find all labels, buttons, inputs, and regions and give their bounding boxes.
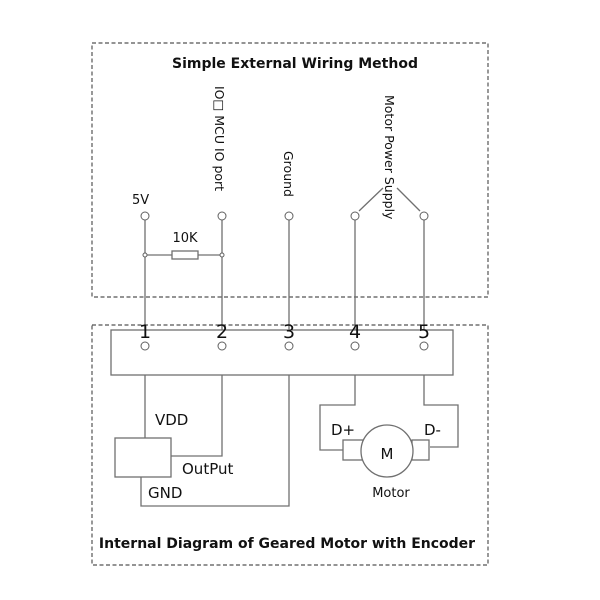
label-ground: Ground <box>281 151 296 197</box>
motor-terminal-right <box>411 439 430 461</box>
terminal-motor-supply-2 <box>419 211 429 221</box>
motor-symbol-letter: M <box>381 445 394 463</box>
external-wiring-frame <box>91 42 489 298</box>
wire-supply-branch-left <box>358 187 384 212</box>
external-wiring-title: Simple External Wiring Method <box>172 56 418 72</box>
label-d-plus: D+ <box>331 421 355 439</box>
label-mcu-io-port: IO□ MCU IO port <box>212 86 227 191</box>
terminal-motor-supply-1 <box>350 211 360 221</box>
pin-label-1: 1 <box>139 321 151 343</box>
internal-diagram-title: Internal Diagram of Geared Motor with En… <box>99 536 475 552</box>
junction-node-io <box>219 252 225 258</box>
label-vdd: VDD <box>155 411 188 429</box>
terminal-5v <box>140 211 150 221</box>
motor-label: Motor <box>372 486 410 501</box>
connector-pin-1 <box>140 341 150 351</box>
motor-terminal-left <box>342 439 364 461</box>
motor-symbol <box>360 424 414 478</box>
terminal-io <box>217 211 227 221</box>
wire-d-plus <box>319 375 356 451</box>
wire-supply-branch-right <box>396 187 421 212</box>
connector-pin-4 <box>350 341 360 351</box>
pin-label-5: 5 <box>418 321 430 343</box>
wire-d-minus <box>423 375 459 448</box>
external-wires <box>144 187 425 343</box>
resistor-value-label: 10K <box>172 231 198 246</box>
wire-gnd <box>140 375 290 507</box>
internal-wires <box>140 375 459 507</box>
label-d-minus: D- <box>424 421 441 439</box>
terminal-ground <box>284 211 294 221</box>
connector-pin-5 <box>419 341 429 351</box>
connector-pin-3 <box>284 341 294 351</box>
pin-label-3: 3 <box>283 321 295 343</box>
wire-output <box>171 375 223 457</box>
label-output: OutPut <box>182 460 233 478</box>
connector-pin-2 <box>217 341 227 351</box>
label-gnd: GND <box>148 484 182 502</box>
pin-label-2: 2 <box>216 321 228 343</box>
pin-label-4: 4 <box>349 321 361 343</box>
encoder-box <box>114 437 172 478</box>
label-5v: 5V <box>132 193 149 208</box>
resistor-10k <box>171 250 199 260</box>
junction-node-5v <box>142 252 148 258</box>
connector-block <box>110 329 454 376</box>
internal-diagram-frame <box>91 324 489 566</box>
label-motor-power-supply: Motor Power Supply <box>382 95 397 220</box>
